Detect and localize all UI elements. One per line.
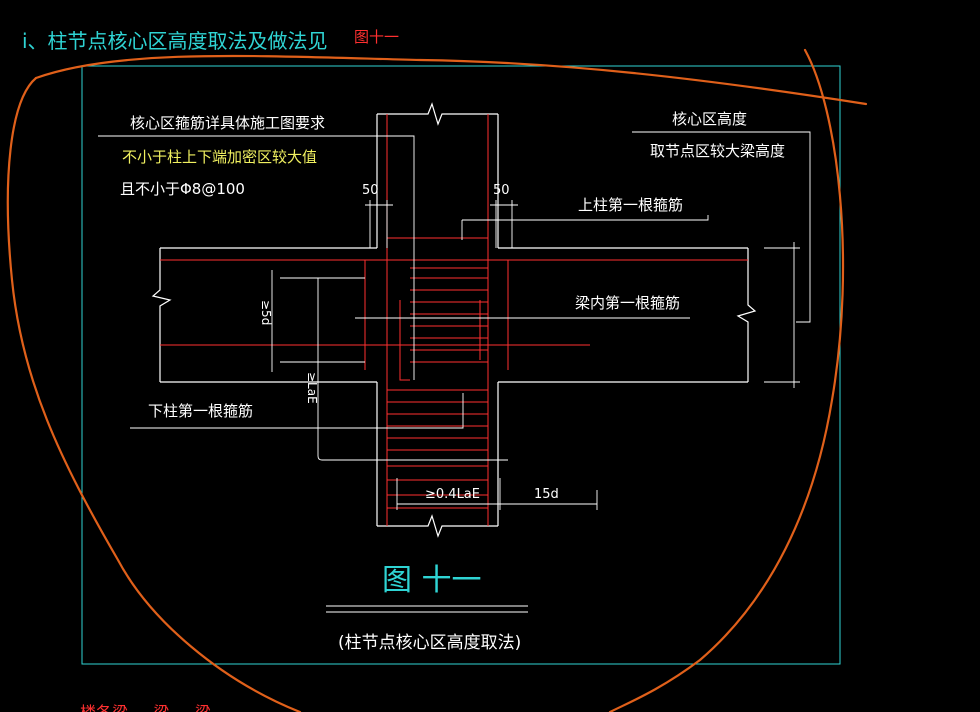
leader-lines [98, 131, 811, 510]
label-lower-stirrup: 下柱第一根箍筋 [148, 402, 253, 420]
right-note-line-1: 核心区高度 [672, 110, 747, 128]
dim-04lae: ≥0.4LaE [425, 487, 480, 502]
dim-right-50: 50 [493, 183, 510, 198]
figure-ref: 图十一 [354, 28, 399, 46]
label-beam-stirrup: 梁内第一根箍筋 [575, 294, 680, 312]
section-title: i、柱节点核心区高度取法及做法见 [22, 29, 328, 53]
dim-lae: ≥LaE [305, 372, 319, 404]
note-line-2: 不小于柱上下端加密区较大值 [122, 148, 317, 166]
label-upper-stirrup: 上柱第一根箍筋 [578, 196, 683, 214]
dim-15d: 15d [534, 487, 559, 502]
note-line-1: 核心区箍筋详具体施工图要求 [130, 114, 325, 132]
dim-5d: ≥5d [259, 300, 273, 325]
figure-subcaption: (柱节点核心区高度取法) [338, 633, 521, 653]
figure-caption: 图 十一 [382, 563, 482, 598]
column-outline [376, 102, 499, 538]
right-note-line-2: 取节点区较大梁高度 [650, 142, 785, 160]
drawing-frame [81, 65, 841, 665]
freehand-annotation [6, 48, 868, 712]
note-line-3: 且不小于Φ8@100 [120, 180, 245, 198]
beam-outline [151, 247, 757, 383]
dim-left-50: 50 [362, 183, 379, 198]
rebar-lines [160, 114, 748, 526]
footer-partial-text: 楼各梁 ... 梁 ... 梁 [80, 703, 211, 712]
